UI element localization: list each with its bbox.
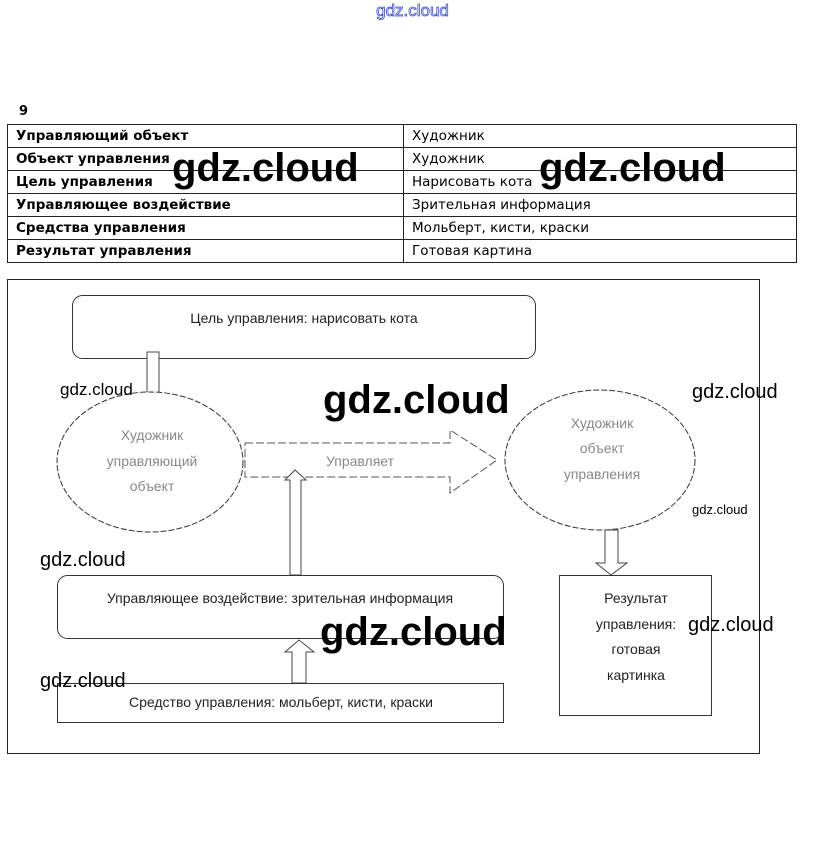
watermark: gdz.cloud	[323, 378, 510, 422]
controlled-line: объект	[580, 440, 625, 456]
result-line: готовая	[612, 641, 661, 657]
row-label: Управляющий объект	[7, 124, 404, 148]
watermark: gdz.cloud	[60, 380, 133, 399]
row-value: Мольберт, кисти, краски	[403, 216, 797, 240]
watermark: gdz.cloud	[320, 610, 507, 654]
result-line: Результат	[604, 590, 668, 606]
action-box	[57, 575, 504, 639]
controlled-line: управления	[564, 466, 640, 482]
diagram-frame	[7, 279, 760, 754]
means-box	[57, 683, 504, 723]
watermark: gdz.cloud	[40, 670, 126, 692]
watermark: gdz.cloud	[692, 502, 748, 517]
result-box	[559, 575, 712, 716]
row-label: Средства управления	[7, 216, 404, 240]
row-value: Нарисовать кота	[403, 170, 797, 194]
controller-line: объект	[130, 478, 175, 494]
arrow-down-result	[594, 529, 629, 576]
row-value: Художник	[403, 124, 797, 148]
watermark: gdz.cloud	[539, 146, 726, 190]
row-value: Художник	[403, 147, 797, 171]
action-text: Управляющее воздействие: зрительная инфо…	[107, 590, 453, 606]
goal-box	[72, 295, 536, 359]
controls-arrow	[244, 429, 498, 494]
controller-line: Художник	[121, 427, 184, 443]
row-label: Цель управления	[7, 170, 404, 194]
controller-ellipse	[56, 391, 244, 533]
arrow-up-action	[283, 469, 308, 576]
watermark: gdz.cloud	[692, 381, 778, 403]
controls-text: Управляет	[326, 453, 395, 469]
row-value: Готовая картина	[403, 239, 797, 263]
result-line: управления:	[596, 616, 676, 632]
goal-text: Цель управления: нарисовать кота	[190, 310, 418, 326]
means-text: Средство управления: мольберт, кисти, кр…	[129, 694, 433, 710]
result-line: картинка	[607, 667, 665, 683]
watermark: gdz.cloud	[172, 146, 359, 190]
watermark: gdz.cloud	[40, 549, 126, 571]
task-number: 9	[19, 104, 29, 119]
controller-line: управляющий	[107, 453, 198, 469]
watermark: gdz.cloud	[688, 614, 774, 636]
watermark-top: gdz.cloud	[376, 1, 450, 21]
controlled-line: Художник	[571, 415, 634, 431]
arrow-up-means	[283, 639, 316, 684]
controlled-ellipse	[504, 389, 696, 531]
row-label: Результат управления	[7, 239, 404, 263]
